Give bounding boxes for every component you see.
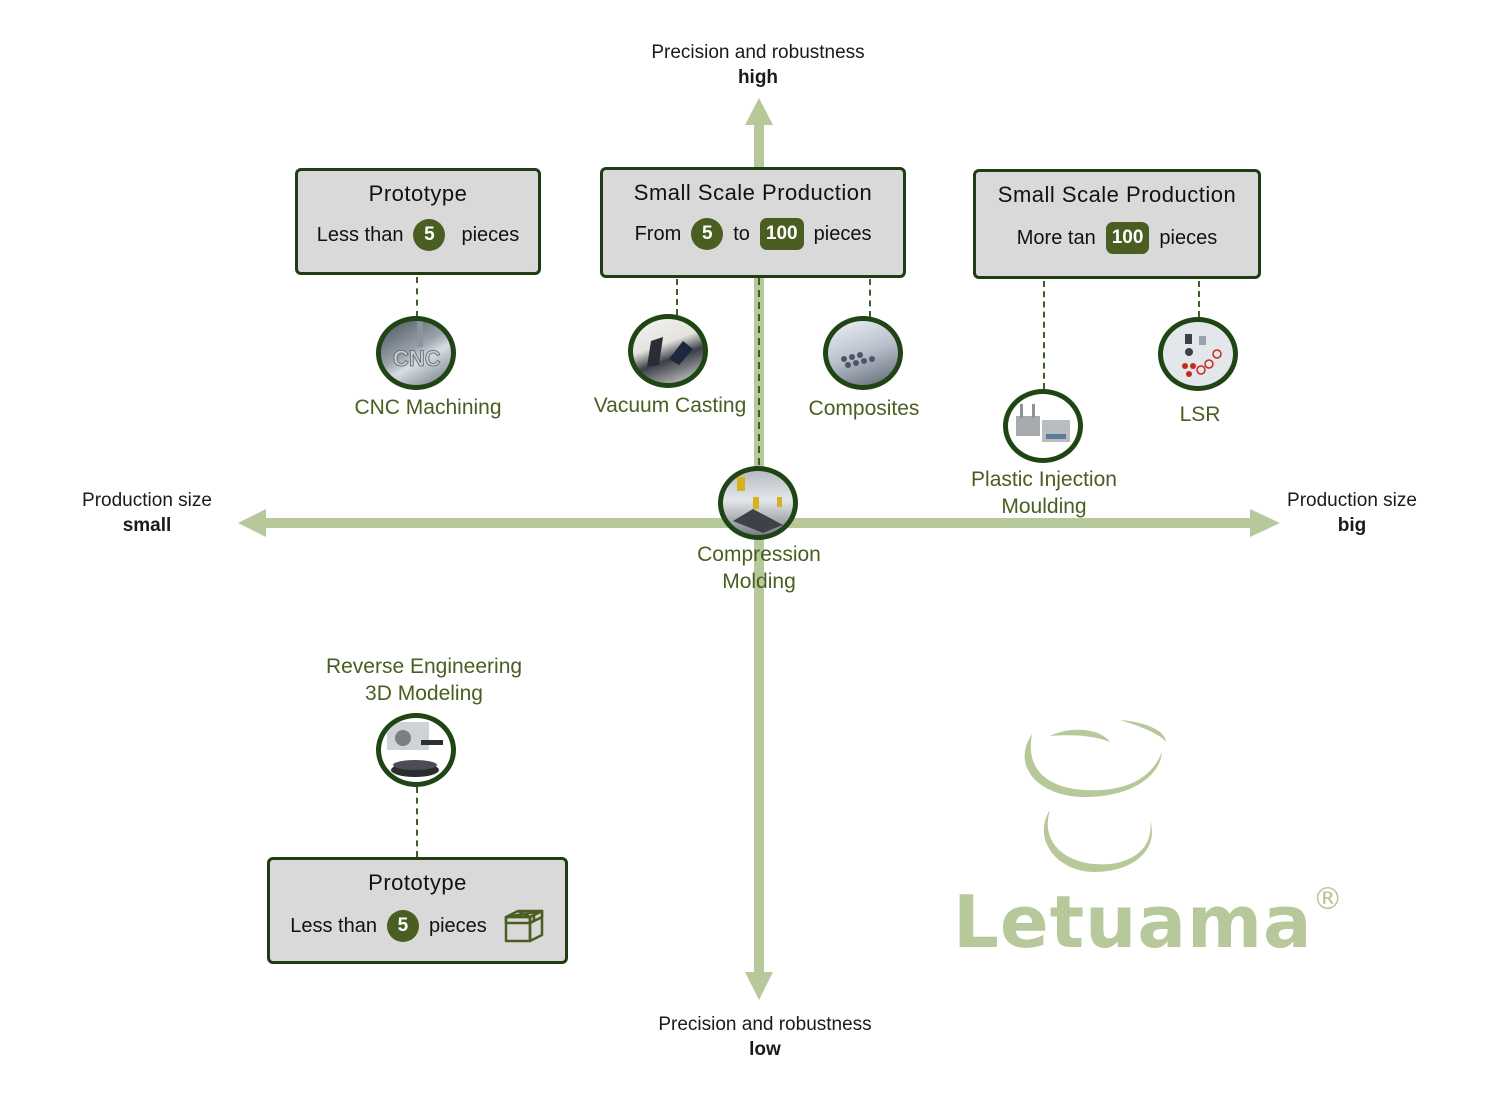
axis-label-bottom: Precision and robustness low	[615, 1012, 915, 1062]
registered-mark: ®	[1312, 882, 1344, 917]
top-arrowhead	[745, 98, 773, 125]
letuama-logo-mark	[1024, 720, 1166, 872]
quantity-text: More tan	[1016, 227, 1096, 249]
process-name-line2: Molding	[722, 570, 796, 593]
box-icon	[504, 909, 544, 943]
process-name: CNC Machining	[354, 396, 502, 419]
quantity-text: Less than	[316, 224, 404, 246]
quantity-text: Less than	[290, 915, 377, 937]
axis-right-title: Production size	[1287, 490, 1417, 511]
axis-right-value: big	[1337, 515, 1367, 536]
connector-lsr	[1198, 281, 1200, 317]
process-name-line1: Compression	[697, 543, 821, 566]
quantity-unit: pieces	[428, 915, 487, 937]
compression-molding-image	[718, 466, 798, 540]
axis-left-title: Production size	[82, 490, 212, 511]
process-label-composites: Composites	[784, 395, 944, 422]
logo-name: Letuama	[953, 880, 1313, 964]
connector-vacuum	[676, 279, 678, 315]
axis-top-title: Precision and robustness	[651, 42, 865, 63]
category-quantity: Less than 5 pieces	[270, 908, 565, 944]
svg-text:CNC: CNC	[393, 346, 441, 371]
axis-label-right: Production size big	[1252, 488, 1452, 538]
category-box-small-scale-mid: Small Scale Production From 5 to 100 pie…	[600, 167, 906, 278]
left-arrowhead	[238, 509, 266, 537]
connector-injection	[1043, 281, 1045, 389]
reverse-engineering-image	[376, 713, 456, 787]
process-name-line1: Plastic Injection	[971, 468, 1117, 491]
right-arrowhead	[1250, 509, 1280, 537]
cnc-machining-image: CNC	[376, 316, 456, 390]
process-name-line1: Reverse Engineering	[325, 655, 523, 678]
process-name-line2: 3D Modeling	[365, 682, 483, 705]
connector-cnc	[416, 277, 418, 317]
category-title: Small Scale Production	[633, 180, 873, 205]
connector-reverse	[416, 787, 418, 857]
category-title: Small Scale Production	[997, 182, 1237, 207]
plastic-injection-moulding-image	[1003, 389, 1083, 463]
quantity-text-mid: to	[733, 223, 750, 245]
letuama-logo-text: Letuama®	[953, 880, 1344, 964]
lsr-image	[1158, 317, 1238, 391]
process-label-cnc: CNC Machining	[318, 394, 538, 421]
category-box-prototype-bottom: Prototype Less than 5 pieces	[267, 857, 568, 964]
category-quantity: Less than 5 pieces	[298, 219, 538, 251]
bottom-arrowhead	[745, 972, 773, 1000]
process-name-line2: Moulding	[1001, 495, 1087, 518]
axis-label-top: Precision and robustness high	[608, 40, 908, 90]
quantity-badge: 5	[691, 218, 724, 250]
process-label-vacuum: Vacuum Casting	[570, 392, 770, 419]
process-label-reverse: Reverse Engineering 3D Modeling	[294, 653, 554, 707]
quantity-badge: 100	[1105, 222, 1150, 254]
process-name: Vacuum Casting	[593, 394, 747, 417]
category-box-prototype-top: Prototype Less than 5 pieces	[295, 168, 541, 275]
vertical-axis	[754, 122, 764, 974]
category-quantity: More tan 100 pieces	[976, 222, 1258, 254]
axis-label-left: Production size small	[47, 488, 247, 538]
category-box-small-scale-right: Small Scale Production More tan 100 piec…	[973, 169, 1261, 279]
category-quantity: From 5 to 100 pieces	[603, 218, 903, 250]
axis-top-value: high	[737, 67, 779, 88]
process-label-lsr: LSR	[1150, 401, 1250, 428]
process-name: LSR	[1179, 403, 1221, 426]
composites-image	[823, 316, 903, 390]
quantity-unit: pieces	[461, 224, 520, 246]
category-title: Prototype	[368, 870, 467, 895]
axis-bottom-title: Precision and robustness	[658, 1014, 872, 1035]
axis-left-value: small	[122, 515, 172, 536]
quantity-text: From	[634, 223, 682, 245]
process-name: Composites	[808, 397, 920, 420]
quantity-badge-2: 100	[759, 218, 804, 250]
category-title: Prototype	[368, 181, 468, 206]
process-label-injection: Plastic Injection Moulding	[944, 466, 1144, 520]
process-label-compression: Compression Molding	[659, 541, 859, 595]
axis-bottom-value: low	[749, 1039, 781, 1060]
connector-composites	[869, 279, 871, 317]
vacuum-casting-image	[628, 314, 708, 388]
quantity-badge: 5	[413, 219, 446, 251]
quantity-unit: pieces	[813, 223, 872, 245]
quantity-unit: pieces	[1159, 227, 1218, 249]
quantity-badge: 5	[386, 910, 419, 942]
